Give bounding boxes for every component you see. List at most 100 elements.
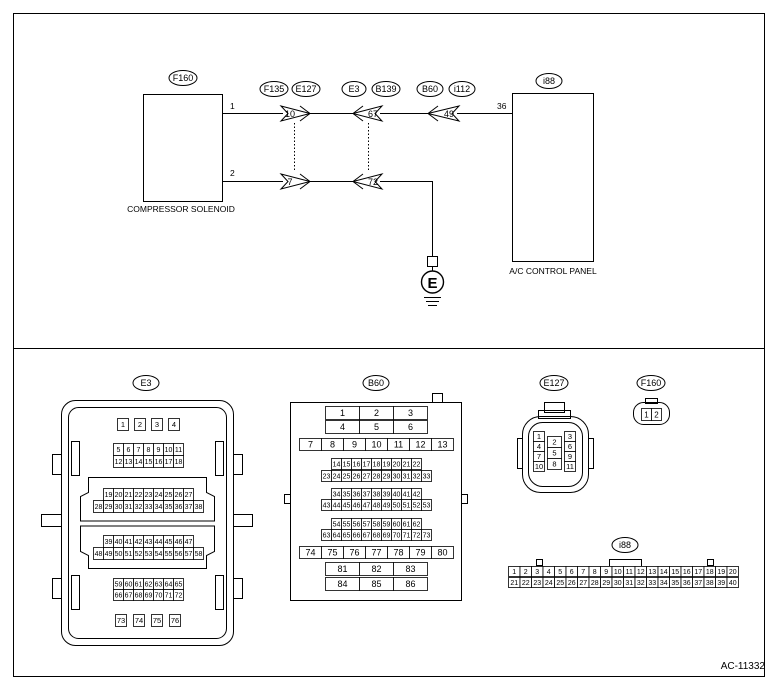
b60-pin-75: 75 (321, 546, 344, 559)
svg-text:82: 82 (371, 564, 381, 574)
i88-pin-35: 35 (669, 577, 682, 588)
svg-text:2: 2 (654, 410, 659, 419)
svg-text:80: 80 (437, 548, 447, 558)
i88-pin-7: 7 (577, 566, 590, 577)
svg-text:72: 72 (413, 533, 421, 540)
b60-pin-67: 67 (361, 529, 372, 541)
b60-pin-4: 4 (325, 420, 360, 434)
e127-housing (517, 402, 594, 493)
svg-text:1: 1 (644, 410, 649, 419)
b60-pin-20: 20 (391, 458, 402, 470)
svg-text:28: 28 (591, 580, 599, 587)
svg-text:36: 36 (353, 492, 361, 499)
e3-pin-64: 64 (163, 578, 174, 590)
svg-text:10: 10 (371, 440, 381, 450)
e3-tag-text: E3 (140, 378, 151, 388)
svg-text:15: 15 (145, 459, 153, 466)
b60-pin-10: 10 (365, 438, 388, 451)
compressor-solenoid-label: COMPRESSOR SOLENOID (127, 204, 235, 214)
svg-text:25: 25 (165, 492, 173, 499)
e3-pin-14: 14 (133, 455, 144, 468)
svg-text:44: 44 (155, 539, 163, 546)
b60-pin-79: 79 (409, 546, 432, 559)
b60-pin-5: 5 (359, 420, 394, 434)
e127-pin-6: 6 (564, 441, 576, 452)
e3-pin-34: 34 (153, 500, 164, 513)
svg-text:15: 15 (343, 462, 351, 469)
e3-pin-33: 33 (143, 500, 154, 513)
svg-text:1: 1 (340, 408, 345, 418)
e3-pin-9: 9 (153, 443, 164, 456)
b60-tag-text: B60 (368, 378, 384, 388)
e3-pin-49: 49 (103, 547, 114, 560)
svg-text:43: 43 (323, 503, 331, 510)
pin-label-36: 36 (497, 101, 507, 111)
svg-text:41: 41 (125, 539, 133, 546)
i88-pin-21: 21 (508, 577, 521, 588)
e127-pin-9: 9 (564, 451, 576, 462)
e3-pin-74: 74 (133, 614, 145, 627)
e3-pin-42: 42 (133, 535, 144, 548)
svg-text:6: 6 (127, 447, 131, 454)
b60-pin-3: 3 (393, 406, 428, 420)
svg-text:5: 5 (374, 422, 379, 432)
svg-text:31: 31 (403, 474, 411, 481)
e127-pin-7: 7 (533, 451, 545, 462)
svg-text:37: 37 (694, 580, 702, 587)
tag-i112-text: i112 (454, 84, 470, 94)
b60-pin-46: 46 (351, 499, 362, 511)
e3-pin-18: 18 (173, 455, 184, 468)
e3-pin-52: 52 (133, 547, 144, 560)
svg-text:17: 17 (694, 569, 702, 576)
b60-pin-25: 25 (341, 470, 352, 482)
i88-pin-17: 17 (692, 566, 705, 577)
e3-pin-7: 7 (133, 443, 144, 456)
svg-text:41: 41 (403, 492, 411, 499)
svg-text:57: 57 (363, 522, 371, 529)
b60-pin-48: 48 (371, 499, 382, 511)
svg-text:32: 32 (637, 580, 645, 587)
ground-label: E (427, 275, 437, 292)
svg-text:61: 61 (403, 522, 411, 529)
e3-pin-57: 57 (183, 547, 194, 560)
b60-pin-86: 86 (393, 577, 428, 591)
i88-pin-40: 40 (726, 577, 739, 588)
b60-pin-24: 24 (331, 470, 342, 482)
e3-pin-73: 73 (115, 614, 127, 627)
tag-i112 (448, 81, 476, 97)
svg-text:45: 45 (343, 503, 351, 510)
svg-text:6: 6 (570, 569, 574, 576)
svg-text:47: 47 (185, 539, 193, 546)
e3-pin-4: 4 (168, 418, 180, 431)
i88-pin-19: 19 (715, 566, 728, 577)
b60-pin-26: 26 (351, 470, 362, 482)
b60-pin-45: 45 (341, 499, 352, 511)
svg-text:38: 38 (195, 504, 203, 511)
b60-pin-33: 33 (421, 470, 432, 482)
e127-tag-text: E127 (543, 378, 564, 388)
e3-pin-70: 70 (153, 589, 164, 601)
f160-pin-2: 2 (651, 408, 662, 421)
e3-pin-41: 41 (123, 535, 134, 548)
b60-pin-38: 38 (371, 488, 382, 500)
svg-text:9: 9 (604, 569, 608, 576)
b60-pin-28: 28 (371, 470, 382, 482)
svg-text:8: 8 (552, 460, 556, 469)
e3-pin-35: 35 (163, 500, 174, 513)
svg-text:81: 81 (337, 564, 347, 574)
e3-pin-38: 38 (193, 500, 204, 513)
svg-text:85: 85 (371, 579, 381, 589)
svg-text:1: 1 (121, 420, 125, 429)
b60-pin-12: 12 (409, 438, 432, 451)
e3-pin-61: 61 (133, 578, 144, 590)
i88-pin-13: 13 (646, 566, 659, 577)
e3-pin-17: 17 (163, 455, 174, 468)
svg-text:76: 76 (171, 616, 179, 625)
e3-pin-39: 39 (103, 535, 114, 548)
svg-text:43: 43 (145, 539, 153, 546)
svg-text:27: 27 (579, 580, 587, 587)
svg-text:42: 42 (135, 539, 143, 546)
svg-text:75: 75 (153, 616, 161, 625)
b60-pin-78: 78 (387, 546, 410, 559)
svg-text:50: 50 (393, 503, 401, 510)
